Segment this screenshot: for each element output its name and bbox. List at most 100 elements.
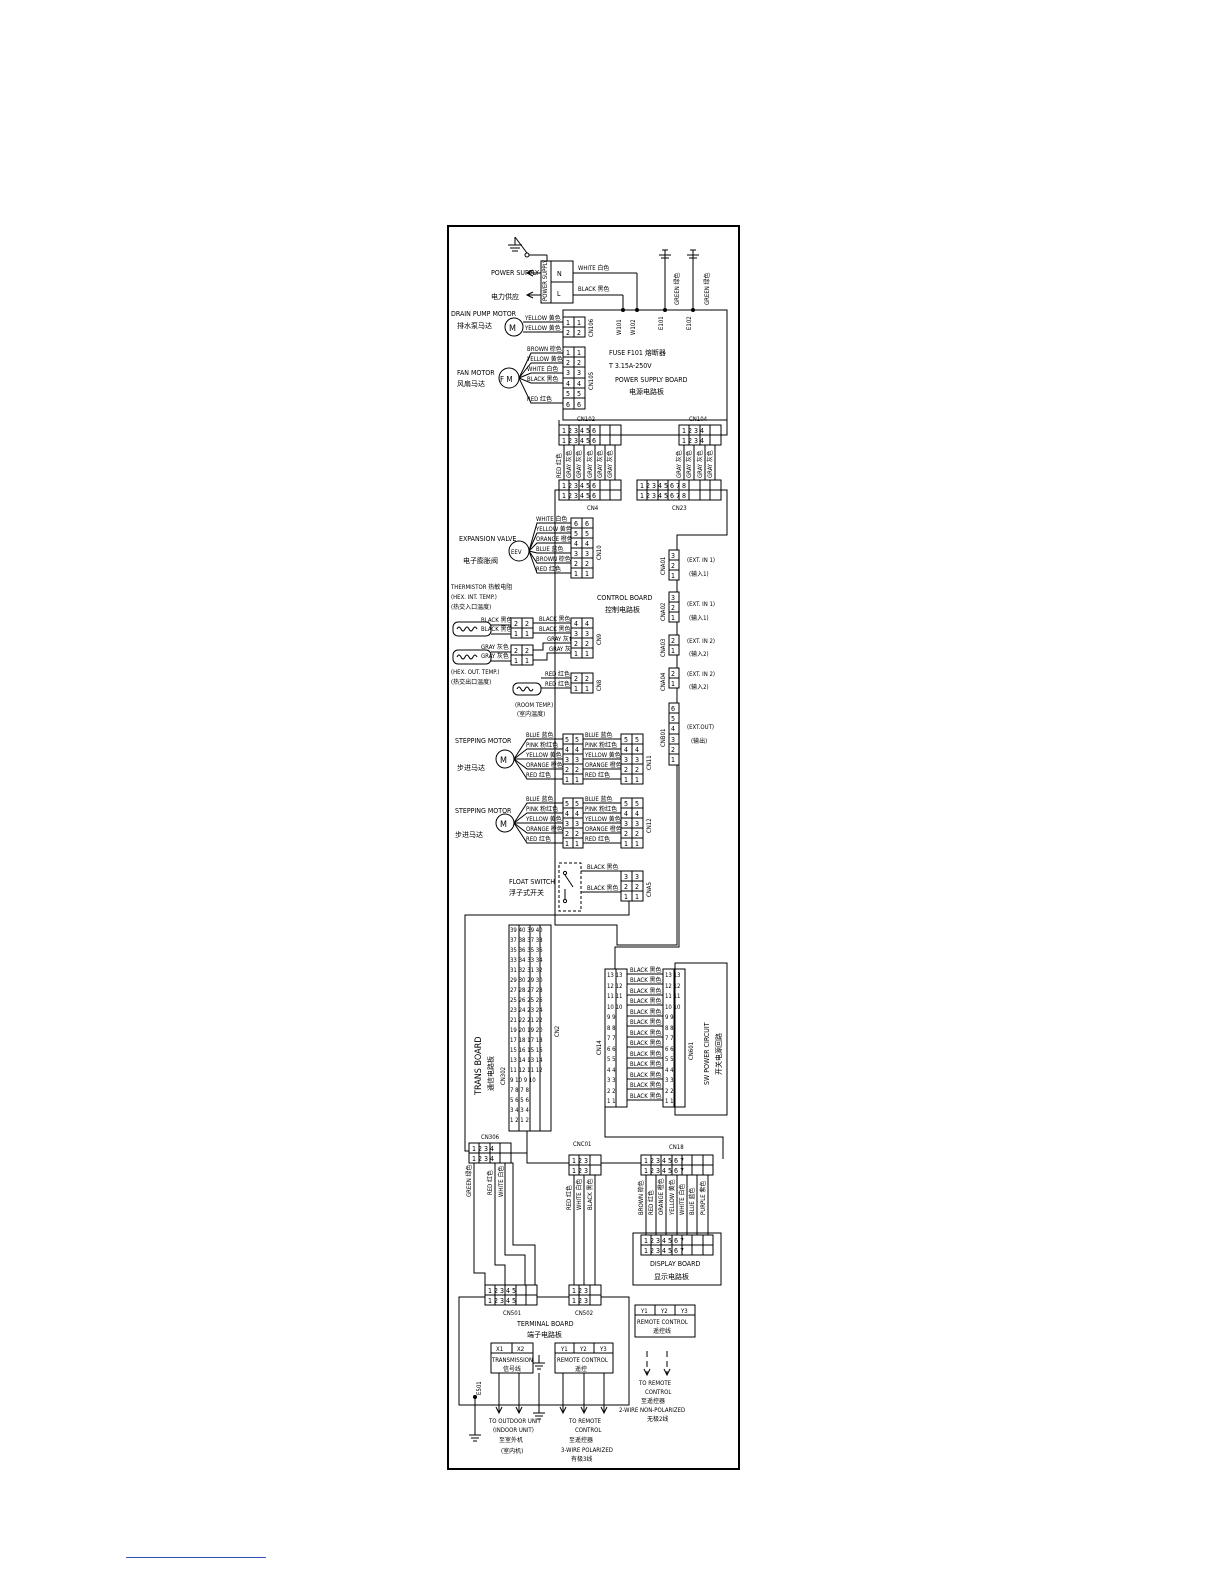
sw-wire-label-3: BLACK 黑色 xyxy=(630,987,661,995)
drain-wire-2: YELLOW 黄色 xyxy=(524,324,561,332)
svg-text:1 2 3 4 5 6: 1 2 3 4 5 6 xyxy=(562,492,596,500)
remote-control-box xyxy=(634,1304,696,1338)
svg-text:2: 2 xyxy=(574,640,578,648)
stepping1-wire-1: BLUE 蓝色 xyxy=(526,731,554,739)
svg-text:2: 2 xyxy=(574,675,578,683)
svg-text:1: 1 xyxy=(574,685,578,693)
svg-text:4: 4 xyxy=(671,725,675,733)
svg-text:8 8: 8 8 xyxy=(607,1025,616,1032)
svg-text:2: 2 xyxy=(525,620,529,628)
svg-text:3 4 3 4: 3 4 3 4 xyxy=(510,1107,529,1114)
cn105-label: CN105 xyxy=(588,372,595,390)
cn18-label: CN18 xyxy=(669,1144,684,1151)
power-supply-cn: 电力供应 xyxy=(491,292,519,301)
cn18-wire-2: RED 红色 xyxy=(647,1190,655,1215)
svg-text:1: 1 xyxy=(671,647,675,655)
e501-ground xyxy=(469,1395,481,1442)
svg-text:5: 5 xyxy=(577,390,581,398)
svg-text:1: 1 xyxy=(635,840,639,848)
cna02-label: CNA02 xyxy=(660,603,667,621)
svg-text:1: 1 xyxy=(671,680,675,688)
h102-w1: RED 红色 xyxy=(555,453,563,478)
fan-motor-title-cn: 风扇马达 xyxy=(457,379,485,388)
svg-text:9 9: 9 9 xyxy=(607,1014,616,1021)
stepping2-wire-4: ORANGE 橙色 xyxy=(526,825,563,833)
fan-wire-3: WHITE 白色 xyxy=(527,365,558,373)
cn9-wire-2: BLACK 黑色 xyxy=(539,625,570,633)
svg-text:5: 5 xyxy=(575,736,579,744)
therm-in-wire-2: BLACK 黑色 xyxy=(481,625,512,633)
cnb01-ext: (EXT.OUT) xyxy=(687,724,714,731)
sw-wire-label-4: BLACK 黑色 xyxy=(630,997,661,1005)
svg-text:1: 1 xyxy=(565,840,569,848)
svg-text:2: 2 xyxy=(585,640,589,648)
svg-text:1: 1 xyxy=(574,650,578,658)
display-board-title: DISPLAY BOARD xyxy=(650,1260,700,1268)
eev-title: EXPANSION VALVE xyxy=(459,535,516,543)
svg-text:3: 3 xyxy=(671,736,675,744)
cnc01-label: CNC01 xyxy=(573,1141,591,1148)
stepping1-out-wire-1: BLUE 蓝色 xyxy=(585,731,613,739)
fan-wire-2: YELLOW 黄色 xyxy=(526,355,563,363)
svg-text:1 2 3: 1 2 3 xyxy=(572,1297,588,1305)
cna02-ext: (EXT. IN 1) xyxy=(687,601,715,608)
svg-text:4: 4 xyxy=(635,810,639,818)
svg-text:2: 2 xyxy=(635,883,639,891)
svg-text:2: 2 xyxy=(624,883,628,891)
stepping2-out-wire-2: PINK 粉红色 xyxy=(585,805,617,813)
h104-w4: GRAY 灰色 xyxy=(706,450,714,478)
svg-text:1: 1 xyxy=(635,893,639,901)
thermistor-hex-out: (HEX. OUT. TEMP.) xyxy=(451,669,499,676)
stepping1-wires xyxy=(513,738,563,780)
svg-text:3: 3 xyxy=(624,873,628,881)
to-outdoor-label: TO OUTDOOR UNIT xyxy=(488,1418,541,1425)
cna04-label: CNA04 xyxy=(660,672,667,691)
cn104-label: CN104 xyxy=(689,416,708,423)
cn9-wire-1: BLACK 黑色 xyxy=(539,615,570,623)
stepping1-out-wire-4: ORANGE 橙色 xyxy=(585,761,622,769)
transmission-label: TRANSMISSION xyxy=(491,1357,533,1364)
cn302-label: CN302 xyxy=(500,1067,507,1085)
cn14-block: 13 13 12 12 11 11 10 10 9 9 8 8 7 7 6 6 … xyxy=(604,968,628,1108)
eev-wire-2: YELLOW 黄色 xyxy=(535,525,572,533)
cn306-wire-red: RED 红色 xyxy=(486,1170,494,1195)
stepping1-title: STEPPING MOTOR xyxy=(455,737,512,745)
remote-y2: Y2 xyxy=(660,1308,668,1315)
fan-wire-4: BLACK 黑色 xyxy=(527,375,558,383)
drain-wire-1: YELLOW 黄色 xyxy=(524,314,561,322)
therm-in-wire-1: BLACK 黑色 xyxy=(481,616,512,624)
terminal-y3: Y3 xyxy=(599,1346,607,1353)
stepping1-wire-2: PINK 粉红色 xyxy=(526,741,558,749)
cn12-label: CN12 xyxy=(646,818,653,833)
svg-text:2: 2 xyxy=(577,329,581,337)
terminal-board-title-cn: 端子电路板 xyxy=(527,1330,562,1339)
h104-w2: GRAY 灰色 xyxy=(685,450,693,478)
svg-text:4: 4 xyxy=(575,746,579,754)
sw-wire-label-9: BLACK 黑色 xyxy=(630,1050,661,1058)
svg-text:1: 1 xyxy=(635,776,639,784)
svg-text:11 11: 11 11 xyxy=(607,993,622,1000)
svg-text:2: 2 xyxy=(624,766,628,774)
cn18-wire-3: ORANGE 橙色 xyxy=(657,1178,665,1215)
cna03-ext-cn: (输入2) xyxy=(689,650,709,658)
svg-text:1 1: 1 1 xyxy=(665,1098,674,1105)
svg-text:2: 2 xyxy=(565,766,569,774)
svg-text:2 2: 2 2 xyxy=(665,1088,674,1095)
cn18-wire-7: PURPLE 紫色 xyxy=(699,1181,707,1215)
cn11-label: CN11 xyxy=(646,755,653,770)
cn9-wire-4: GRAY 灰色 xyxy=(549,645,577,653)
svg-text:4: 4 xyxy=(624,810,628,818)
thermistor-hex-in: (HEX. INT. TEMP.) xyxy=(451,594,497,601)
svg-text:29 30 29 30: 29 30 29 30 xyxy=(510,977,543,984)
ground-symbol-e102 xyxy=(687,249,699,312)
svg-text:6 6: 6 6 xyxy=(607,1046,616,1053)
svg-text:7 7: 7 7 xyxy=(665,1035,674,1042)
cn306-label: CN306 xyxy=(481,1134,500,1141)
cn501-block: 1 2 3 4 5 1 2 3 4 5 xyxy=(484,1284,538,1306)
svg-text:3: 3 xyxy=(635,873,639,881)
